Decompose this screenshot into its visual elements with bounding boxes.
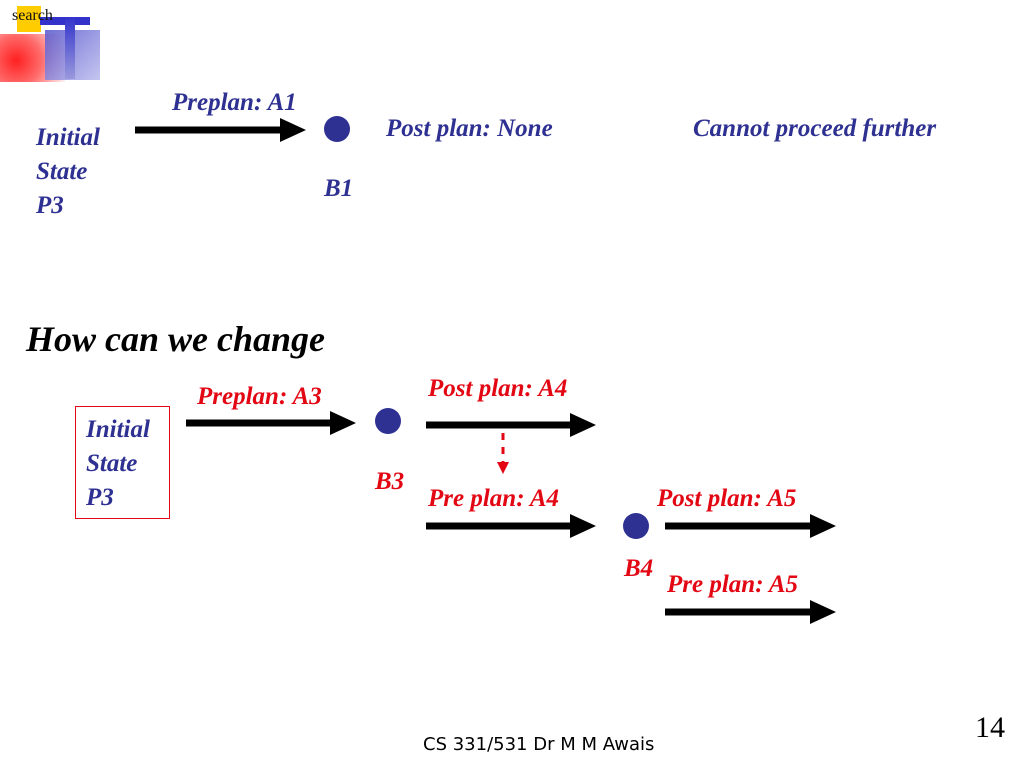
footer-text: CS 331/531 Dr M M Awais [423,734,655,755]
logo-yellow-square [17,6,41,32]
initial-state-box [75,406,170,519]
label-b4: B4 [624,555,654,582]
top-initial-line-3: P3 [36,192,64,219]
dashed-arrow-a4 [497,433,509,474]
top-initial-state: Initial State P3 [36,121,100,223]
arrow-preplan-a5 [665,600,836,624]
label-preplan-a4: Pre plan: A4 [428,485,560,512]
label-postplan-a5: Post plan: A5 [657,485,797,512]
heading-how-can-we-change: How can we change [26,319,326,359]
label-postplan-a4: Post plan: A4 [428,375,568,402]
logo: search [0,0,100,90]
bottom-initial-state: Initial State P3 [86,413,150,515]
label-preplan-a1: Preplan: A1 [172,89,297,116]
logo-text: search [12,7,53,24]
label-preplan-a5: Pre plan: A5 [667,571,799,598]
arrow-preplan-a1 [135,118,306,142]
bottom-initial-line-1: Initial [86,416,150,443]
arrow-preplan-a4 [426,514,596,538]
label-cannot-proceed: Cannot proceed further [693,115,937,142]
bottom-initial-line-3: P3 [86,484,114,511]
arrow-preplan-a3 [186,411,356,435]
arrow-postplan-a4 [426,413,596,437]
label-postplan-none: Post plan: None [386,115,553,142]
top-initial-line-1: Initial [36,124,100,151]
node-b4 [623,513,649,539]
logo-bar-vertical [65,17,75,79]
label-preplan-a3: Preplan: A3 [197,383,322,410]
arrow-postplan-a5 [665,514,836,538]
page-number: 14 [975,711,1005,744]
node-b3 [375,408,401,434]
label-b1: B1 [324,175,354,202]
bottom-initial-line-2: State [86,450,138,477]
top-initial-line-2: State [36,158,88,185]
label-b3: B3 [375,468,405,495]
node-b1 [324,116,350,142]
